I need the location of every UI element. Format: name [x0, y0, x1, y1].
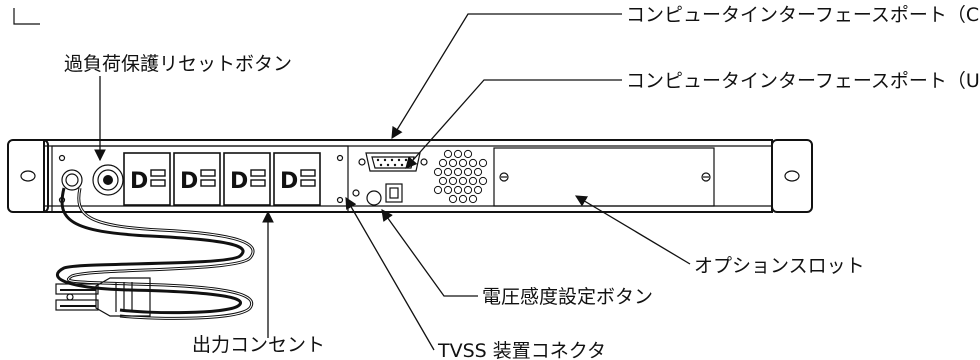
corner-mark — [13, 8, 40, 25]
vent-hole — [458, 158, 468, 168]
vent-hole — [468, 158, 478, 168]
outlet-plate-frame — [51, 145, 349, 213]
vent-hole — [473, 185, 483, 195]
label-usb-port: コンピュータインターフェースポート（USB） — [626, 70, 980, 92]
vent-hole — [443, 185, 453, 195]
outlet-slot — [150, 179, 166, 187]
leader-usb — [405, 79, 622, 169]
vent-hole — [433, 185, 443, 195]
vent-hole — [448, 176, 458, 186]
power-plug — [55, 277, 151, 317]
outlet-1: D — [123, 152, 171, 206]
power-cord — [55, 187, 255, 320]
rack-ear-left — [7, 139, 49, 213]
outlet-slot — [250, 179, 266, 187]
outlet-2: D — [173, 152, 221, 206]
vent-hole — [453, 185, 463, 195]
outlet-3: D — [223, 152, 271, 206]
leader-tvss — [345, 196, 435, 351]
label-option-slot: オプションスロット — [694, 255, 865, 277]
ups-body — [43, 139, 773, 213]
vent-hole — [468, 194, 478, 204]
vent-hole — [478, 158, 488, 168]
rack-ear-left-hole — [20, 170, 36, 182]
leader-sensitivity — [381, 209, 478, 297]
overload-reset-button — [92, 164, 124, 196]
vent-hole — [433, 167, 443, 177]
vent-hole — [458, 176, 468, 186]
vent-hole — [443, 167, 453, 177]
vent-hole — [473, 167, 483, 177]
outlet-4: D — [273, 152, 321, 206]
outlet-ground-glyph: D — [230, 169, 248, 194]
voltage-sensitivity-button — [366, 190, 382, 206]
outlet-ground-glyph: D — [130, 169, 148, 194]
vent-hole — [438, 176, 448, 186]
vent-hole — [453, 149, 463, 159]
vent-hole — [468, 176, 478, 186]
vent-hole — [448, 194, 458, 204]
leader-lines — [94, 13, 691, 351]
leader-option-slot — [574, 195, 691, 265]
vent-hole — [453, 167, 463, 177]
rack-ear-right-hole — [784, 170, 800, 182]
vent-hole — [478, 176, 488, 186]
label-tvss-connector: TVSS 装置コネクタ — [437, 340, 606, 360]
outlet-slot — [200, 169, 216, 177]
option-slot — [493, 147, 715, 207]
tvss-connector — [352, 189, 360, 197]
ventilation-holes — [433, 149, 488, 204]
outlet-ground-glyph: D — [280, 169, 298, 194]
leader-com — [391, 13, 622, 139]
power-cord-entry — [61, 169, 83, 191]
outlet-slot — [250, 169, 266, 177]
label-outlets: 出力コンセント — [192, 334, 325, 356]
label-sensitivity-button: 電圧感度設定ボタン — [482, 286, 653, 308]
vent-hole — [463, 149, 473, 159]
label-com-port: コンピュータインターフェースポート（COM） — [626, 4, 980, 26]
outlet-slot — [200, 179, 216, 187]
vent-hole — [448, 158, 458, 168]
outlet-ground-glyph: D — [180, 169, 198, 194]
vent-hole — [438, 158, 448, 168]
outlet-slot — [300, 179, 316, 187]
usb-port — [385, 183, 403, 203]
vent-hole — [463, 185, 473, 195]
outlet-slot — [300, 169, 316, 177]
vent-hole — [458, 194, 468, 204]
outlet-slot — [150, 169, 166, 177]
vent-hole — [443, 149, 453, 159]
vent-hole — [463, 167, 473, 177]
label-overload-reset: 過負荷保護リセットボタン — [64, 53, 292, 75]
rack-ear-right — [771, 139, 813, 213]
